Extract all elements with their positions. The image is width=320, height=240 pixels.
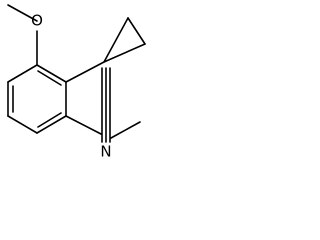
bond-cyclopropyl-left [103,17,129,63]
bond-ring-to-ethyl [65,115,102,135]
bond-ring-inner-top [37,70,62,86]
bond-group [7,4,146,143]
bond-ethyl [110,121,141,139]
chemical-structure-diagram: O N [7,4,146,161]
bond-ring-top-right [36,64,67,83]
bond-ring-to-cyclopropyl [65,61,105,83]
nitrogen-atom-label: N [100,143,111,161]
chemical-structure-canvas: O N [0,0,148,164]
bond-ring-inner-bottom [37,112,62,128]
bond-ring-bottom-right [36,115,67,134]
oxygen-atom-label: O [31,12,43,30]
bond-ring-top-left [7,64,38,83]
bond-cyclopropyl-top [127,17,146,45]
bond-oxygen-to-methyl [7,4,38,22]
bond-cyclopropyl-right [103,43,146,63]
bond-ring-bottom-left [7,115,38,134]
